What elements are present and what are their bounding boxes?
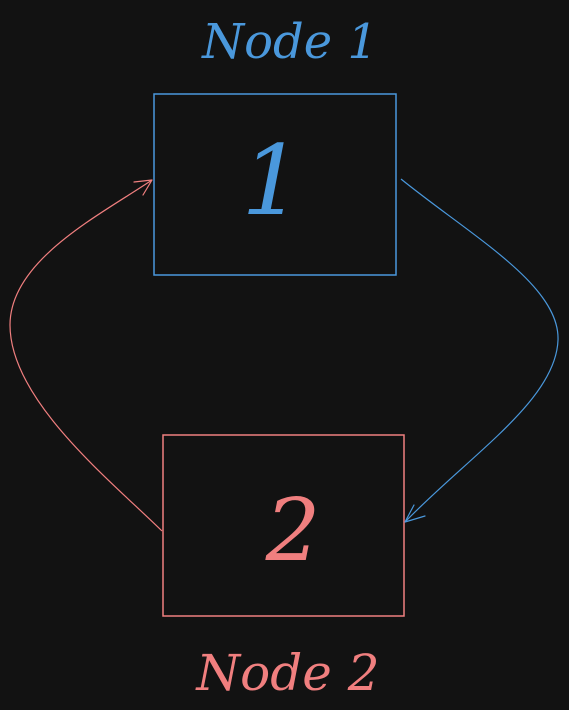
node-1-box[interactable] xyxy=(153,93,397,276)
node-1-value: 1 xyxy=(241,125,302,237)
node-2-box[interactable] xyxy=(162,434,405,617)
node-1-title: Node 1 xyxy=(201,14,378,70)
edge-line xyxy=(400,178,559,523)
node-2-title: Node 2 xyxy=(195,644,379,702)
arrowhead-icon xyxy=(404,504,426,523)
node-2-value: 2 xyxy=(265,481,321,581)
edge-node-2-to-node-1 xyxy=(9,179,163,532)
edge-node-1-to-node-2 xyxy=(400,178,559,523)
arrowhead-icon xyxy=(133,179,153,196)
edge-line xyxy=(9,179,163,532)
